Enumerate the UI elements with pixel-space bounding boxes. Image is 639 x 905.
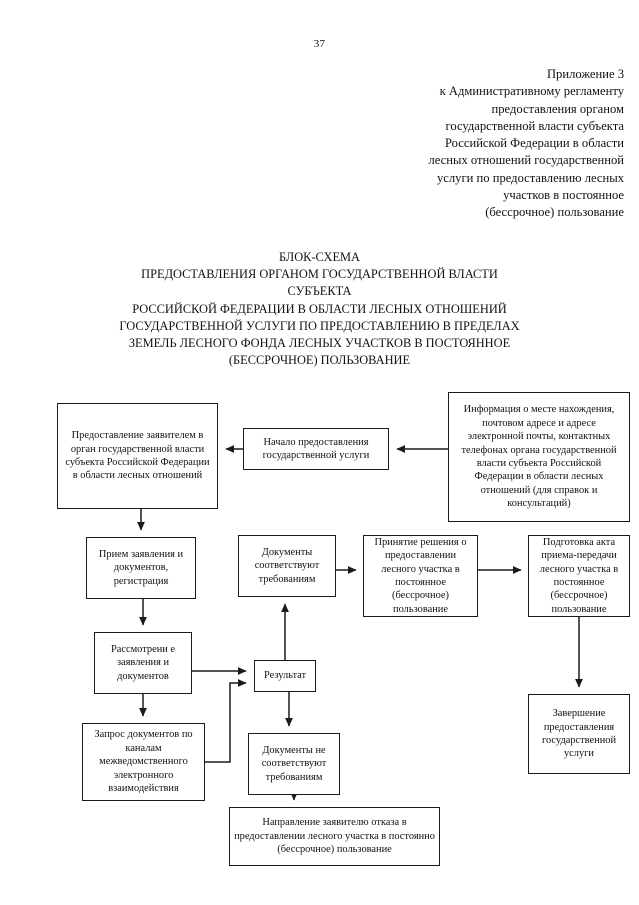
edge-interdept-to-result [205,679,247,763]
node-label: Рассмотрени е заявления и документов [110,643,176,682]
title-line: ГОСУДАРСТВЕННОЙ УСЛУГИ ПО ПРЕДОСТАВЛЕНИЮ… [119,318,520,333]
node-result[interactable]: Результат [254,660,316,692]
node-service-completion[interactable]: Завершение предоставления государственно… [528,694,630,774]
addressee-block: Приложение 3 к Административному регламе… [330,66,624,222]
addressee-line: Приложение 3 [546,67,624,81]
document-title: БЛОК-СХЕМА ПРЕДОСТАВЛЕНИЯ ОРГАНОМ ГОСУДА… [20,249,619,369]
title-line: СУБЪЕКТА [287,284,352,299]
node-interdepartmental-request[interactable]: Запрос документов по каналам межведомств… [82,723,205,801]
node-label: Документы не соответствуют требованиям [261,744,327,783]
addressee-line: к Административному регламенту [439,84,624,99]
addressee-line: (бессрочное) пользование [485,205,624,220]
node-label: Завершение предоставления государственно… [541,708,617,760]
title-line: РОССИЙСКОЙ ФЕДЕРАЦИИ В ОБЛАСТИ ЛЕСНЫХ ОТ… [132,301,507,316]
addressee-line: предоставления органом [491,101,624,116]
node-applicant-submission[interactable]: Предоставление заявителем в орган госуда… [57,403,218,509]
title-line: (БЕССРОЧНОЕ) ПОЛЬЗОВАНИЕ [228,353,411,368]
title-line: ЗЕМЕЛЬ ЛЕСНОГО ФОНДА ЛЕСНЫХ УЧАСТКОВ В П… [128,336,511,351]
addressee-line: государственной власти субъекта [445,118,625,133]
node-label: Прием заявления и документов, регистраци… [98,548,184,587]
title-line: БЛОК-СХЕМА [279,250,360,264]
node-label: Документы соответствуют требованиям [254,546,320,585]
addressee-line: Российской Федерации в области [444,136,624,151]
node-label: Подготовка акта приема-передачи лесного … [539,536,619,615]
node-label: Принятие решения о предоставлении лесног… [374,536,467,615]
node-label: Начало предоставления государственной ус… [262,436,370,461]
node-documents-noncompliant[interactable]: Документы не соответствуют требованиям [248,733,340,795]
addressee-line: услуги по предоставлению лесных [437,170,624,185]
title-line: ПРЕДОСТАВЛЕНИЯ ОРГАНОМ ГОСУДАРСТВЕННОЙ В… [141,267,498,282]
node-application-intake[interactable]: Прием заявления и документов, регистраци… [86,537,196,599]
node-refusal-notice[interactable]: Направление заявителю отказа в предостав… [229,807,440,866]
node-label: Информация о месте нахождения, почтовом … [461,404,617,510]
node-label: Предоставление заявителем в орган госуда… [65,430,210,482]
addressee-line: участков в постоянное [503,188,624,203]
node-documents-compliant[interactable]: Документы соответствуют требованиям [238,535,336,597]
page-number: 37 [313,38,326,50]
node-label: Направление заявителю отказа в предостав… [234,817,435,856]
node-decision-on-grant[interactable]: Принятие решения о предоставлении лесног… [363,535,478,617]
node-label: Результат [263,670,307,682]
addressee-line: лесных отношений государственной [428,153,624,168]
node-transfer-act-preparation[interactable]: Подготовка акта приема-передачи лесного … [528,535,630,617]
node-service-start[interactable]: Начало предоставления государственной ус… [243,428,389,470]
node-application-review[interactable]: Рассмотрени е заявления и документов [94,632,192,694]
node-contact-information[interactable]: Информация о месте нахождения, почтовом … [448,392,630,522]
node-label: Запрос документов по каналам межведомств… [94,729,193,795]
